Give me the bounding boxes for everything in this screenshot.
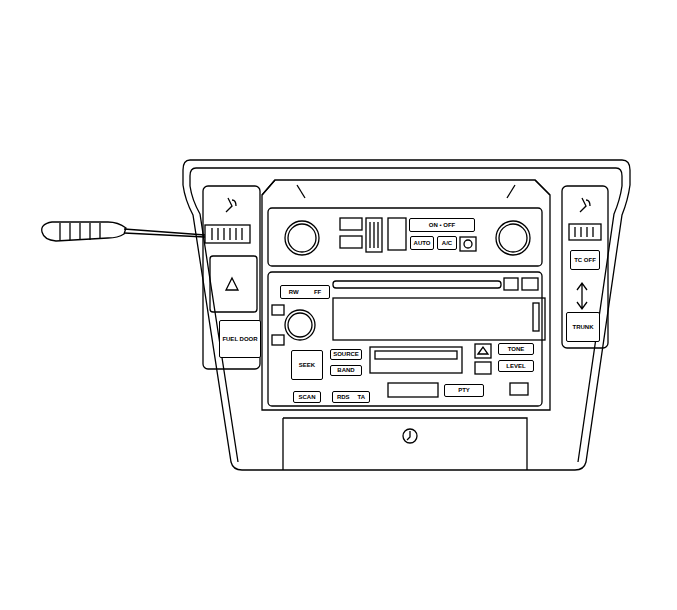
console-button: SCAN [293, 391, 321, 403]
console-button: PTY [444, 384, 484, 397]
console-button: FUEL DOOR [219, 320, 261, 358]
button-label: ON • OFF [429, 222, 455, 228]
button-label: TRUNK [573, 324, 594, 330]
console-button: AUTO [410, 236, 434, 250]
console-button: TRUNK [566, 312, 600, 342]
button-label: SCAN [298, 394, 315, 400]
button-label: RW [289, 289, 299, 295]
button-label: A/C [442, 240, 452, 246]
button-label: PTY [458, 387, 470, 393]
button-label: SOURCE [333, 351, 359, 357]
console-button: BAND [330, 365, 362, 376]
button-label: FF [314, 289, 321, 295]
button-label: TA [357, 394, 365, 400]
console-button: LEVEL [498, 360, 534, 372]
button-label: TC OFF [574, 257, 596, 263]
button-label: TONE [508, 346, 525, 352]
button-label: RDS [337, 394, 350, 400]
console-button: TONE [498, 343, 534, 355]
console-button: RW FF [280, 285, 330, 299]
console-button: A/C [437, 236, 457, 250]
button-label: LEVEL [506, 363, 525, 369]
console-button: ON • OFF [409, 218, 475, 232]
console-button: SOURCE [330, 349, 362, 360]
console-button: TC OFF [570, 250, 600, 270]
button-label: SEEK [299, 362, 315, 368]
button-label: FUEL DOOR [222, 336, 257, 342]
console-button: SEEK [291, 350, 323, 380]
console-button: RDS TA [332, 391, 370, 403]
button-label: AUTO [414, 240, 431, 246]
button-label: BAND [337, 367, 354, 373]
